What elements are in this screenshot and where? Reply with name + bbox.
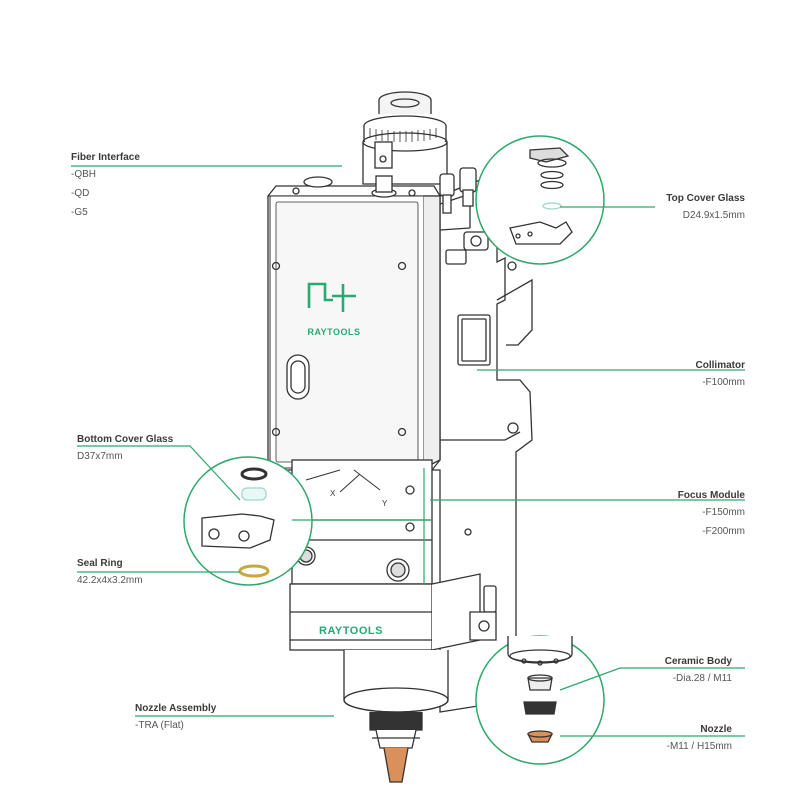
seal-ring-title: Seal Ring	[77, 558, 123, 569]
label-focus-module: Focus Module -F150mm -F200mm	[678, 490, 745, 538]
seal-ring-spec: 42.2x4x3.2mm	[77, 575, 143, 586]
front-cover	[267, 175, 441, 471]
nozzle-exploded	[507, 636, 573, 743]
body-logo-text: RAYTOOLS	[319, 625, 383, 637]
label-seal-ring: Seal Ring 42.2x4x3.2mm	[77, 558, 143, 587]
fiber-connector	[362, 91, 448, 185]
bottom-block	[289, 573, 481, 651]
fiber-interface-title: Fiber Interface	[71, 152, 140, 163]
collimator-title: Collimator	[695, 360, 745, 371]
fiber-interface-spec-2: -QD	[71, 188, 90, 199]
focus-module-spec-2: -F200mm	[702, 526, 745, 537]
label-bottom-cover-glass: Bottom Cover Glass D37x7mm	[77, 434, 173, 463]
side-fitting	[469, 585, 497, 641]
raytools-logo	[307, 282, 356, 312]
focus-module-title: Focus Module	[677, 490, 745, 501]
logo-text: RAYTOOLS	[307, 327, 360, 337]
x-axis-mark: X	[330, 489, 336, 498]
y-axis-mark: Y	[382, 499, 388, 508]
label-top-cover-glass: Top Cover Glass D24.9x1.5mm	[666, 193, 745, 222]
gas-fittings	[439, 167, 489, 251]
label-fiber-interface: Fiber Interface -QBH -QD -G5	[71, 152, 140, 219]
label-ceramic-body: Ceramic Body -Dia.28 / M11	[665, 656, 732, 685]
top-cover-glass-title: Top Cover Glass	[666, 193, 745, 204]
label-collimator: Collimator -F100mm	[696, 360, 745, 389]
bottom-cover-glass-exploded	[201, 467, 275, 578]
bottom-cover-glass-spec: D37x7mm	[77, 451, 123, 462]
nozzle-spec: -M11 / H15mm	[666, 741, 732, 752]
top-cover-glass-exploded	[509, 147, 573, 245]
collimator-spec: -F100mm	[702, 377, 745, 388]
ceramic-body-title: Ceramic Body	[664, 656, 732, 667]
nozzle-assembly-title: Nozzle Assembly	[135, 703, 217, 714]
label-nozzle: Nozzle -M11 / H15mm	[667, 724, 732, 753]
nozzle-title: Nozzle	[700, 724, 732, 735]
label-nozzle-assembly: Nozzle Assembly -TRA (Flat)	[135, 703, 216, 732]
fiber-interface-spec-1: -QBH	[71, 169, 96, 180]
focus-module-housing	[291, 459, 433, 585]
bottom-cover-glass-title: Bottom Cover Glass	[77, 434, 174, 445]
ceramic-body-spec: -Dia.28 / M11	[672, 673, 732, 684]
top-cover-glass-spec: D24.9x1.5mm	[682, 210, 745, 221]
focus-module-spec-1: -F150mm	[702, 507, 745, 518]
nozzle-assembly-spec: -TRA (Flat)	[135, 720, 184, 731]
fiber-interface-spec-3: -G5	[71, 207, 88, 218]
callout-lines	[71, 165, 745, 737]
nozzle-holder	[343, 650, 449, 783]
